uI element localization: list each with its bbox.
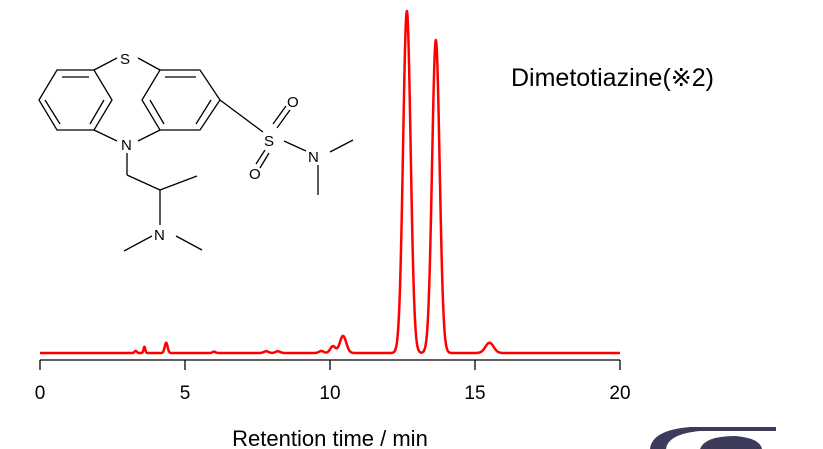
- atom-label-N2: N: [308, 149, 319, 166]
- x-tick-label-3: 15: [464, 383, 485, 404]
- logo-watermark: [626, 423, 778, 449]
- chemical-structure: [38, 57, 354, 252]
- atom-label-O2: O: [249, 166, 261, 183]
- x-tick-label-1: 5: [180, 383, 191, 404]
- x-axis-ticks: [39, 360, 621, 370]
- atom-label-S1: S: [120, 51, 130, 68]
- atom-label-N1: N: [121, 137, 132, 154]
- atom-label-O1: O: [287, 94, 299, 111]
- x-axis-tick-labels: 0 5 10 15 20: [35, 383, 631, 404]
- atom-label-N3: N: [154, 227, 165, 244]
- compound-label: Dimetotiazine(※2): [511, 64, 714, 92]
- x-tick-label-4: 20: [609, 383, 630, 404]
- right-ring: [141, 69, 221, 131]
- x-tick-label-2: 10: [319, 383, 340, 404]
- x-tick-label-0: 0: [35, 383, 46, 404]
- x-axis-title: Retention time / min: [232, 426, 428, 449]
- series-line-chromatogram: [39, 9, 621, 355]
- atom-label-S2: S: [264, 133, 274, 150]
- left-ring: [38, 69, 113, 131]
- structure-atom-labels: S N S O O N N: [120, 51, 319, 244]
